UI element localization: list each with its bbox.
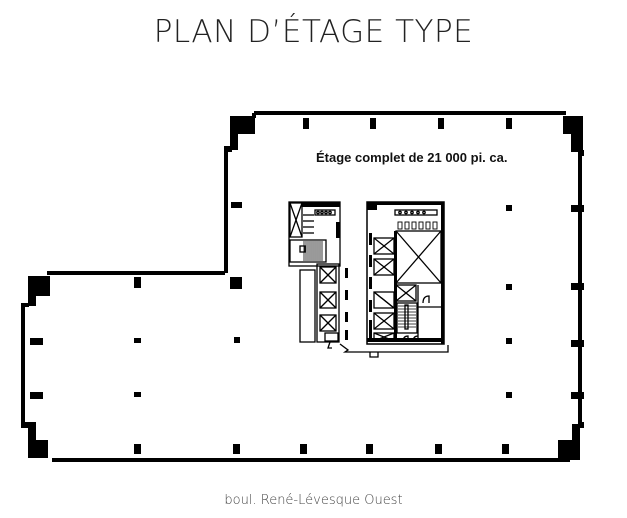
corner-blocks bbox=[21, 116, 584, 460]
floor-area-label: Étage complet de 21 000 pi. ca. bbox=[316, 150, 508, 165]
structural-columns bbox=[30, 118, 584, 454]
street-label: boul. René-Lévesque Ouest bbox=[224, 493, 403, 508]
page-title: PLAN D’ÉTAGE TYPE bbox=[153, 14, 474, 50]
core-walls bbox=[302, 202, 444, 344]
exterior-walls bbox=[21, 111, 582, 462]
building-core bbox=[288, 201, 449, 358]
